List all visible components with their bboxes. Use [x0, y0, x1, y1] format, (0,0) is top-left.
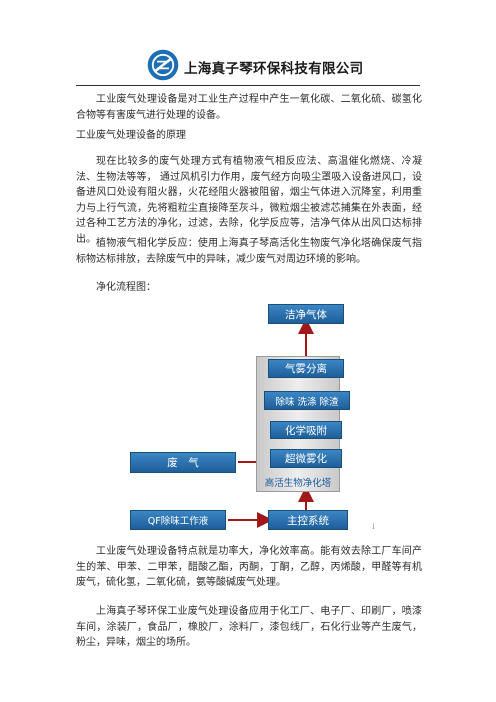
deodor-wash-box: 除味 洗涤 除渣 — [264, 391, 350, 410]
purification-flowchart: 洁净气体 气雾分离 除味 洗涤 除渣 化学吸附 超微雾化 高活生物净化塔 废 气… — [130, 304, 380, 532]
features-paragraph: 工业废气处理设备特点就是功率大，净化效率高。能有效去除工厂车间产生的苯、甲苯、二… — [76, 546, 422, 588]
control-system-box: 主控系统 — [268, 510, 348, 530]
chem-adsorb-box: 化学吸附 — [270, 421, 342, 439]
intro-paragraph: 工业废气处理设备是对工业生产过程中产生一氧化碳、二氧化硫、碳氢化合物等有害废气进… — [76, 94, 422, 121]
waste-gas-box: 废 气 — [130, 452, 236, 473]
company-logo-icon — [147, 49, 179, 81]
flow-heading: 净化流程图： — [96, 282, 156, 293]
small-mark: ↓ — [370, 522, 377, 531]
clean-gas-box: 洁净气体 — [268, 304, 344, 324]
ultrafine-atomize-box: 超微雾化 — [270, 449, 342, 468]
page-header: 上海真子琴环保科技有限公司 — [0, 0, 496, 92]
applications-paragraph: 上海真子琴环保工业废气处理设备应用于化工厂、电子厂、印刷厂，喷漆车间，涂装厂，食… — [76, 606, 422, 648]
principle-heading: 工业废气处理设备的原理 — [76, 130, 186, 141]
principle-paragraph: 现在比较多的废气处理方式有植物液气相反应法、高温催化燃烧、冷凝法、生物法等等， … — [76, 156, 422, 245]
mist-separation-box: 气雾分离 — [268, 359, 344, 378]
qf-liquid-box: QF除味工作液 — [130, 510, 226, 530]
plant-liquid-paragraph: 植物液气相化学反应：使用上海真子琴高活化生物废气净化塔确保废气指标物达标排放，去… — [76, 238, 422, 265]
header-divider — [76, 85, 420, 86]
flow-arrows — [228, 318, 314, 528]
company-name: 上海真子琴环保科技有限公司 — [184, 61, 364, 77]
tower-label: 高活生物净化塔 — [264, 478, 332, 489]
